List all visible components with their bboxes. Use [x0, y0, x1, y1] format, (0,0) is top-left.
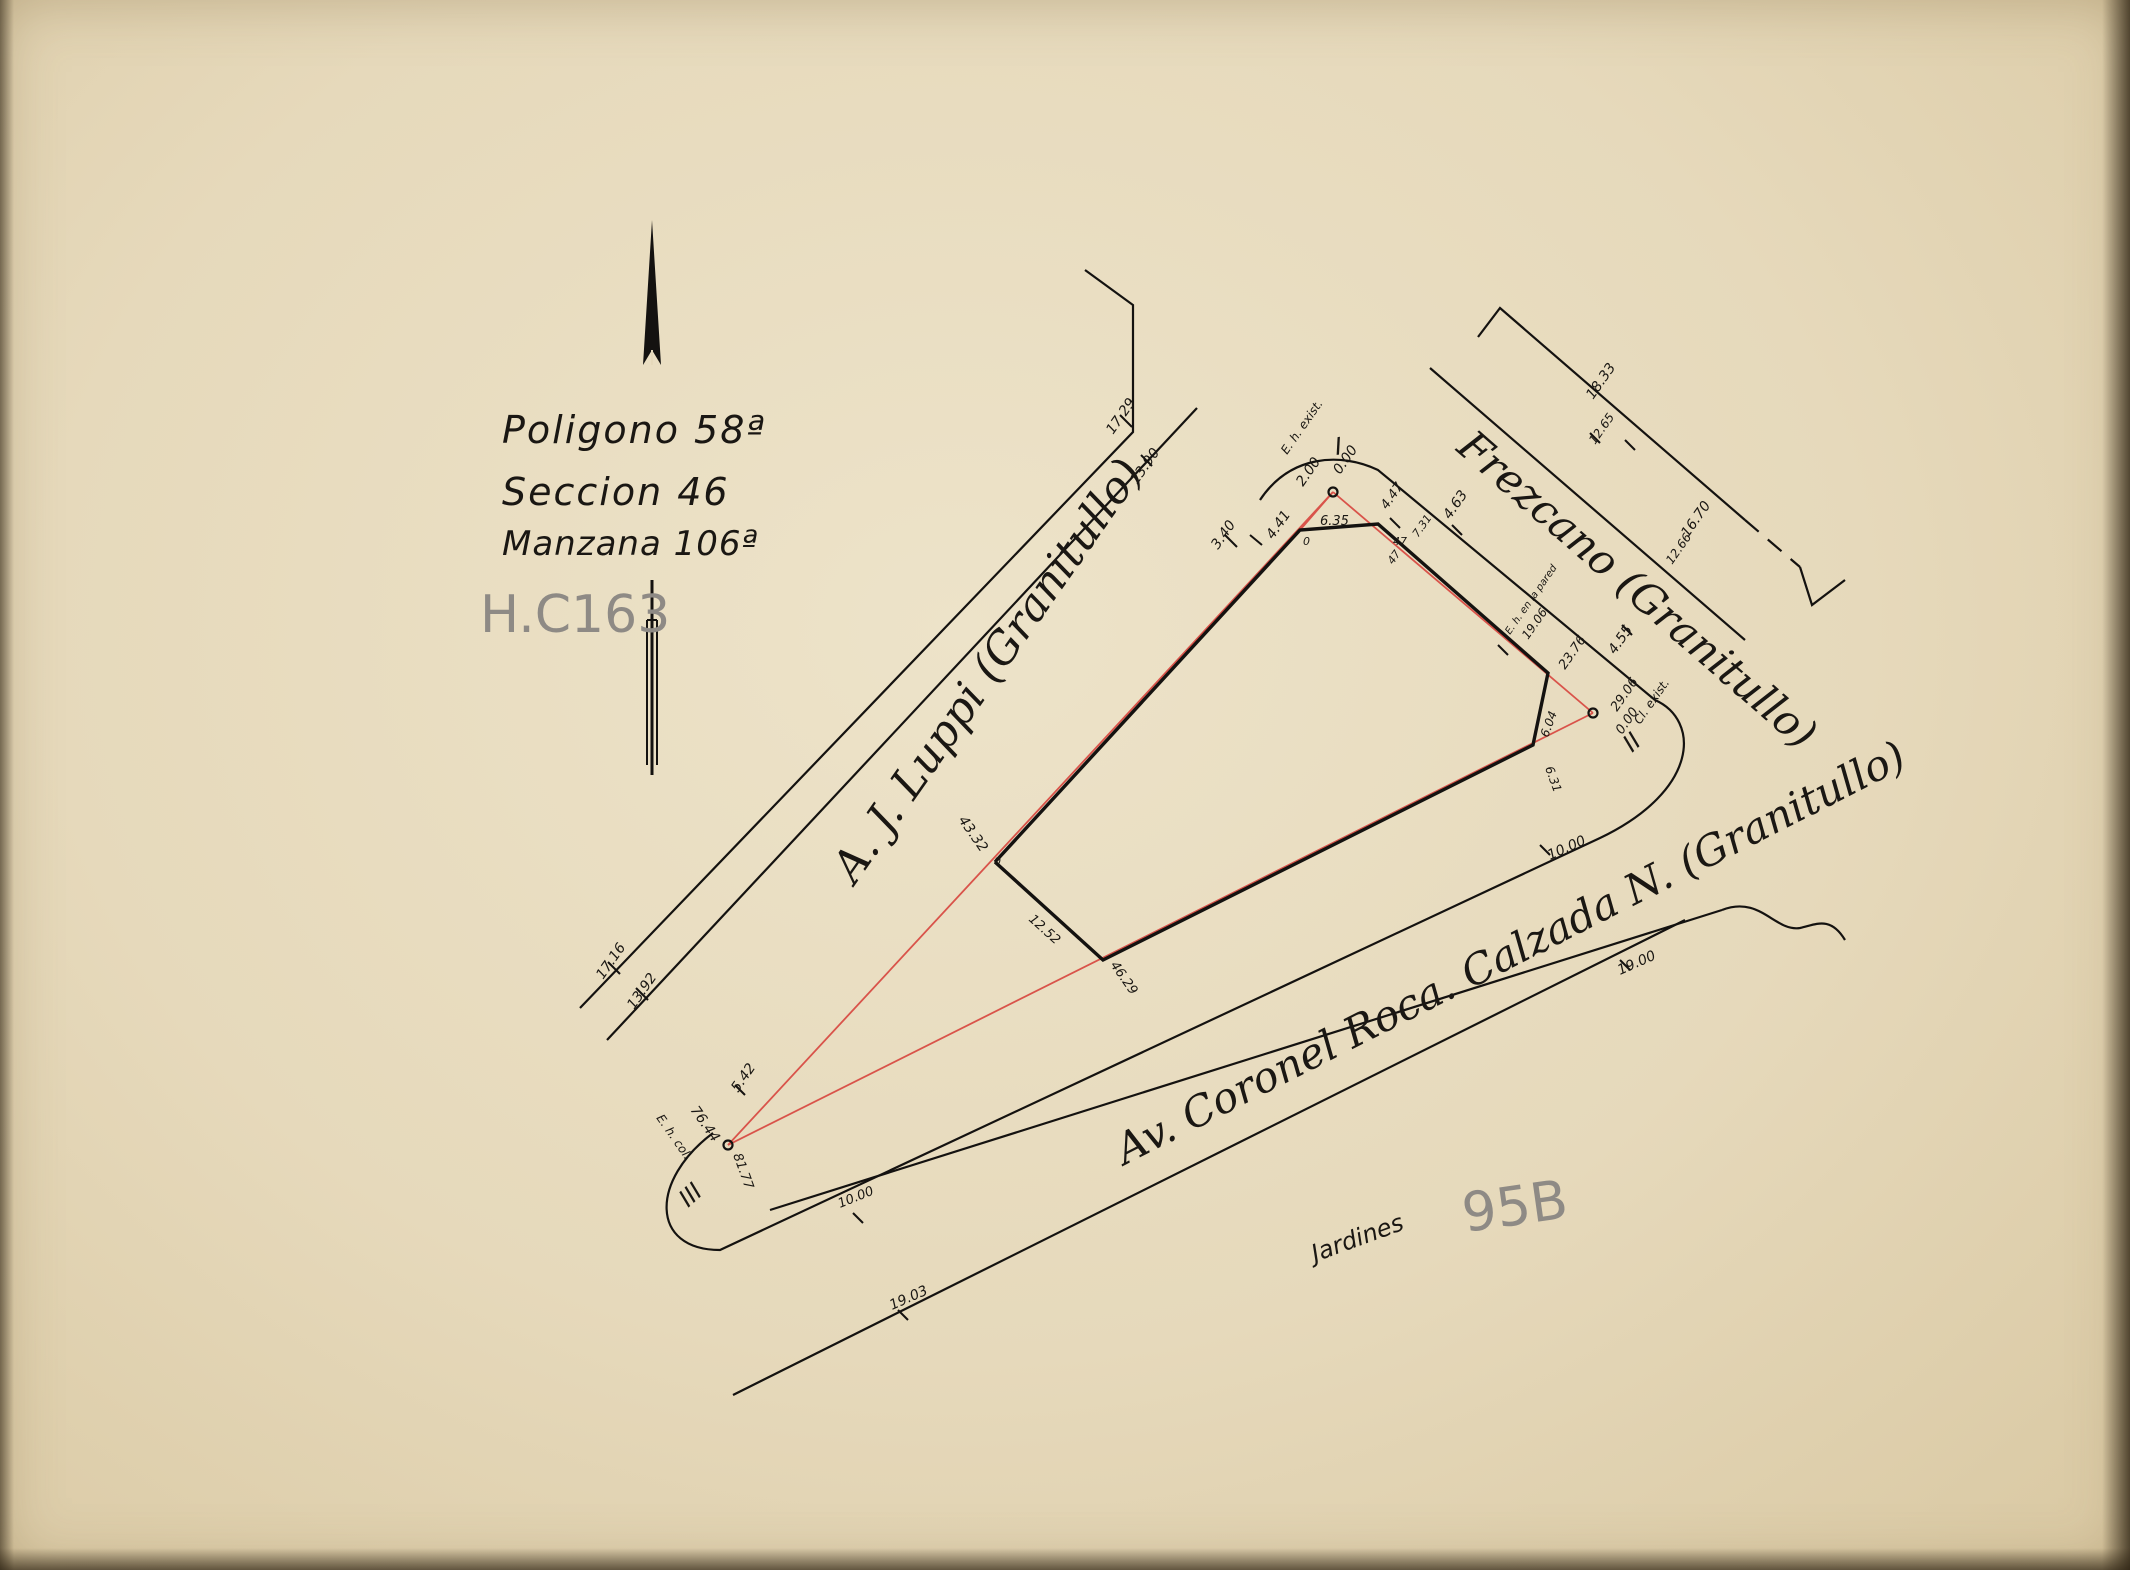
title-manzana: Manzana 106ª — [502, 524, 759, 564]
meas-29-06: 29.06 — [1608, 675, 1642, 714]
construction-lines — [727, 491, 1594, 1146]
meas-0-small: 0 — [1303, 535, 1310, 548]
street-name-luppi: A. J. Luppi (Granitullo) — [820, 449, 1153, 894]
frezcano-far-line — [1477, 306, 1746, 521]
meas-e-h-exist: E. h. exist. — [1278, 397, 1326, 457]
frezcano-far-tail — [1798, 566, 1846, 607]
meas-3-40: 3.40 — [1208, 518, 1239, 553]
label-jardines: Jardines — [1304, 1208, 1408, 1269]
meas-12-65: 12.65 — [1586, 411, 1617, 447]
meas-4-47: 4.47 — [1378, 479, 1407, 512]
meas-6-35: 6.35 — [1320, 514, 1349, 529]
vertex-ii-marker — [1587, 707, 1599, 719]
title-poligono: Poligono 58ª — [502, 408, 766, 452]
street-name-roca: Av. Coronel Roca. Calzada N. (Granitullo… — [1104, 731, 1913, 1176]
meas-0-left: 0 — [994, 855, 1001, 868]
north-arrow-icon — [643, 220, 661, 775]
vertex-iii-marker — [722, 1139, 734, 1151]
curb-top-arc — [1259, 458, 1656, 701]
meas-6-31: 6.31 — [1542, 764, 1564, 794]
vertex-iii-label: III — [673, 1177, 708, 1212]
red-line-i-ii — [1332, 491, 1594, 714]
meas-5-42: 5.42 — [728, 1061, 759, 1096]
pencil-reference: H.C163 — [480, 585, 670, 645]
meas-e-h-col: E. h. col. — [654, 1112, 695, 1162]
meas-46-29: 46.29 — [1107, 959, 1141, 998]
meas-81-77: 81.77 — [729, 1151, 756, 1192]
garden-curve — [1721, 905, 1846, 941]
sheet-left-edge — [0, 0, 14, 1570]
vertex-i-marker — [1327, 486, 1339, 498]
luppi-outer-line — [579, 269, 1135, 1009]
meas-43-32: 43.32 — [955, 813, 991, 855]
meas-7-31: 7.31 — [1410, 512, 1435, 540]
meas-4-55: 4.55 — [1605, 623, 1636, 658]
roca-far-line — [732, 919, 1686, 1396]
sheet-right-edge — [2102, 0, 2130, 1570]
tick-marks — [607, 414, 1636, 1321]
meas-13-92: 13.92 — [624, 970, 660, 1012]
meas-47: 47 — [1393, 535, 1407, 548]
frezcano-far-dashed — [1744, 519, 1801, 568]
meas-19-03: 19.03 — [887, 1283, 930, 1314]
street-lines — [579, 269, 1846, 1396]
street-name-frezcano: Frezcano (Granitullo) — [1448, 420, 1827, 758]
lot-boundary — [993, 522, 1550, 963]
meas-4-63: 4.63 — [1440, 488, 1471, 523]
luppi-inner-line — [606, 407, 1198, 1041]
meas-12-66: 12.66 — [1663, 530, 1694, 566]
red-line-ii-iii — [727, 712, 1594, 1146]
red-line-i-short — [1299, 491, 1334, 531]
roca-near-line — [769, 908, 1723, 1212]
meas-10-00-a: 10.00 — [1545, 833, 1588, 864]
vertex-i-label: I — [1333, 432, 1344, 461]
frezcano-outer-line — [1429, 367, 1746, 641]
sheet-bottom-edge — [0, 1548, 2130, 1570]
curb-outline — [665, 698, 1685, 1252]
pencil-note-95b: 95B — [1458, 1168, 1572, 1245]
meas-23-76: 23.76 — [1556, 633, 1590, 672]
meas-4-41: 4.41 — [1263, 508, 1294, 543]
lot-left-dash — [993, 860, 1105, 962]
title-seccion: Seccion 46 — [502, 470, 730, 514]
red-line-iii-i — [727, 491, 1334, 1146]
